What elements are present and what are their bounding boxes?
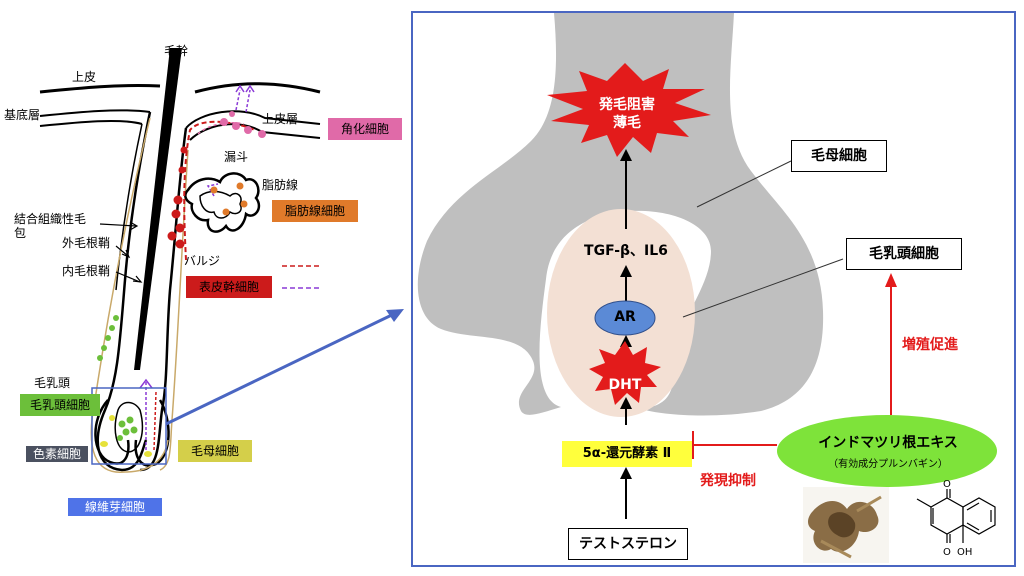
tag-epidermal-stem-cell: 表皮幹細胞	[186, 276, 272, 298]
growth-factors-label: TGF-β、IL6	[584, 243, 668, 259]
plumbagin-o-bottom: O	[943, 547, 951, 558]
label-bulge: バルジ	[184, 254, 221, 268]
testosterone-box: テストステロン	[568, 528, 688, 560]
dermal-papilla-cell-box: 毛乳頭細胞	[846, 238, 962, 270]
mechanism-panel	[411, 11, 1016, 567]
ar-label: AR	[614, 309, 636, 325]
label-infundibulum: 漏斗	[224, 150, 249, 164]
inhibit-burst	[547, 63, 711, 157]
label-epidermis-layer: 上皮層	[262, 112, 299, 126]
hair-growth-inhibition-label: 発毛阻害 薄毛	[599, 97, 655, 131]
tag-sebocyte: 脂肪線細胞	[272, 200, 358, 222]
tag-fibroblast: 線維芽細胞	[68, 498, 162, 516]
follicle-diagram	[39, 48, 404, 473]
tag-melanocyte: 色素細胞	[26, 446, 88, 462]
tag-keratinocyte: 角化細胞	[328, 118, 402, 140]
plumbagin-structure	[916, 489, 996, 543]
proliferation-label: 増殖促進	[902, 337, 958, 353]
dht-burst	[589, 341, 661, 405]
plumbagin-oh: OH	[957, 547, 972, 558]
root-photo	[803, 487, 889, 563]
label-epidermis: 上皮	[72, 70, 97, 84]
mechanism-diagram: O O OH	[417, 13, 997, 563]
dht-label: DHT	[608, 377, 642, 393]
label-basal-layer: 基底層	[4, 108, 41, 122]
label-sebaceous-gland: 脂肪線	[262, 178, 299, 192]
extract-active-ingredient: （有効成分プルンバギン）	[828, 459, 948, 470]
label-dermal-papilla: 毛乳頭	[34, 376, 71, 390]
plumbagin-o-top: O	[943, 479, 951, 490]
tag-matrix-cell: 毛母細胞	[178, 440, 252, 462]
enzyme-box: 5α-還元酵素 Ⅱ	[562, 441, 692, 467]
expression-inhibition-label: 発現抑制	[700, 473, 756, 489]
ar-node	[594, 300, 656, 336]
label-connective-sheath: 結合組織性毛 包	[14, 212, 87, 240]
label-outer-root-sheath: 外毛根鞘	[62, 236, 111, 250]
extract-name: インドマツリ根エキス	[818, 435, 958, 451]
tag-dermal-papilla-cell: 毛乳頭細胞	[20, 394, 100, 416]
label-inner-root-sheath: 内毛根鞘	[62, 264, 111, 278]
label-hair-shaft: 毛幹	[164, 44, 189, 58]
matrix-cell-box: 毛母細胞	[791, 140, 887, 172]
